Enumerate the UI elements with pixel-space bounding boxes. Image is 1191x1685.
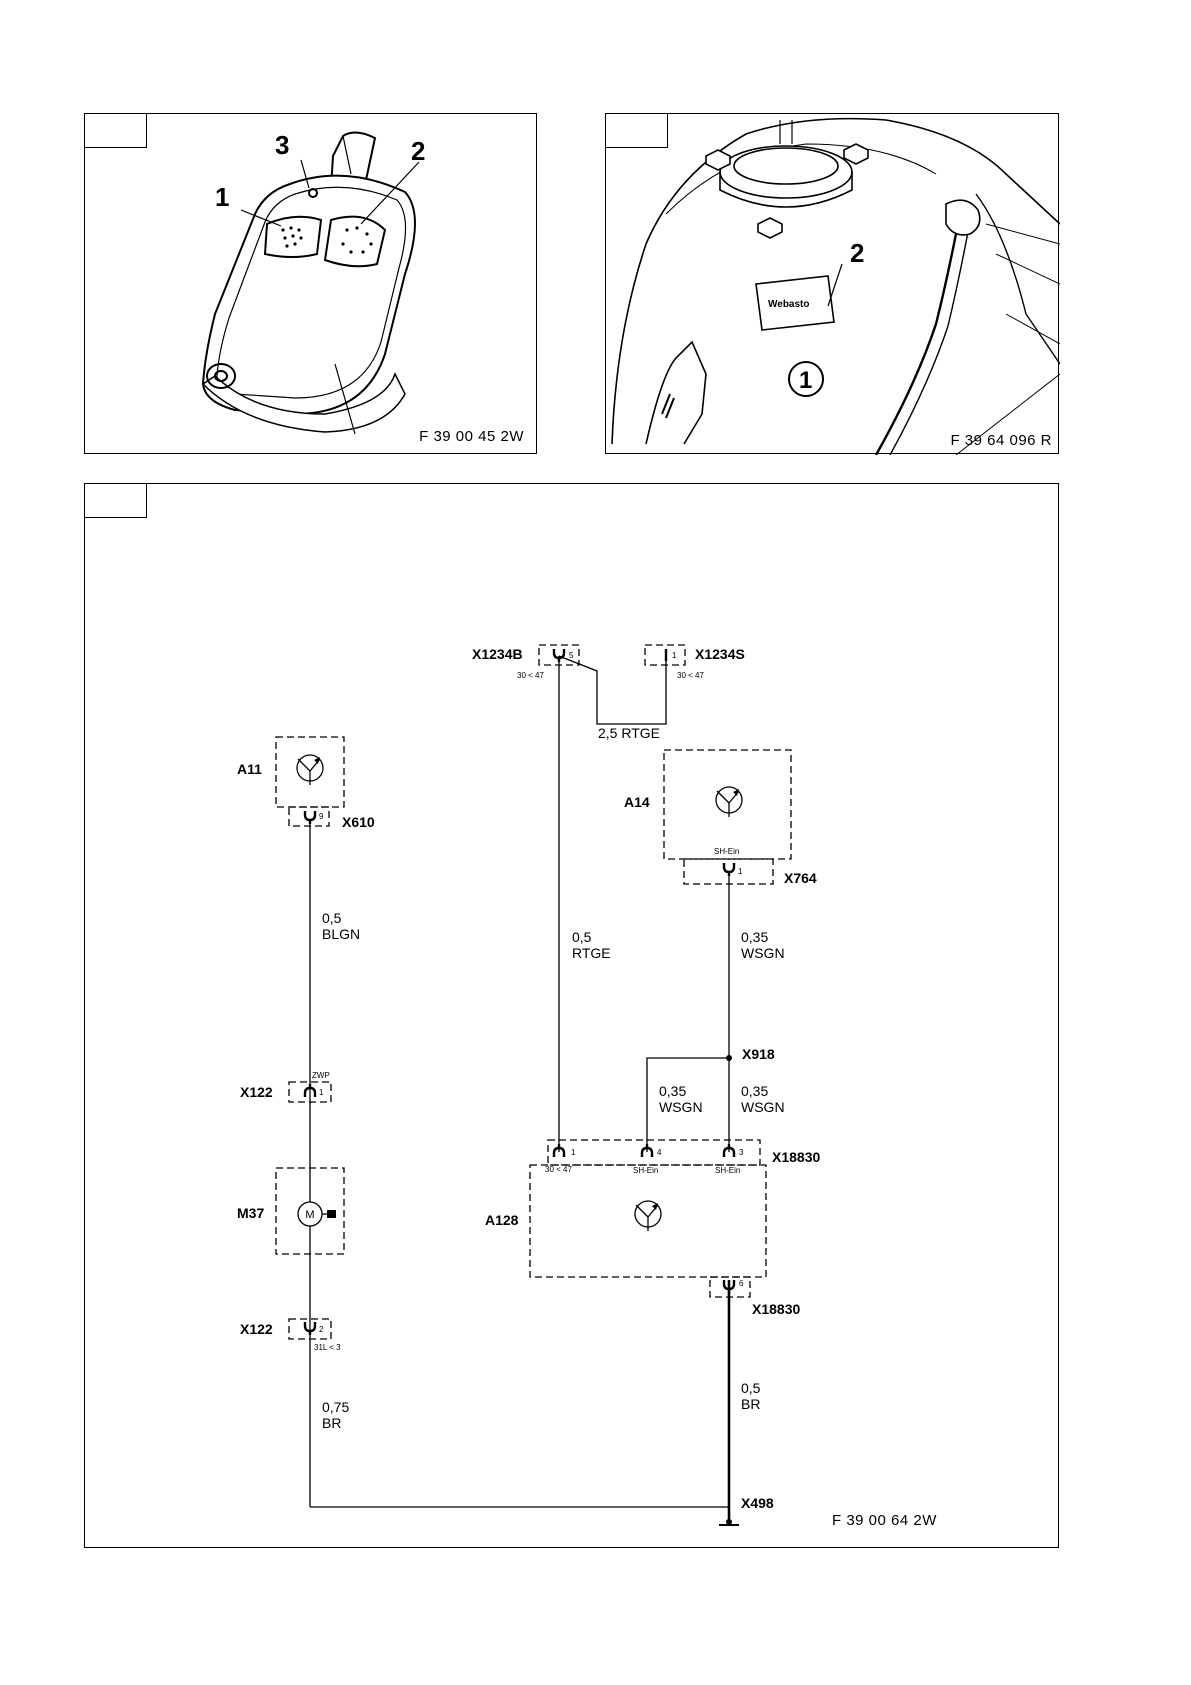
- heater-unit-illustration: Webasto 2 1: [606, 114, 1060, 455]
- transistor-a14: [716, 787, 742, 817]
- figure-code: F 39 00 45 2W: [419, 428, 524, 445]
- pin-tag-a128-3: SH-Ein: [715, 1166, 740, 1175]
- figure-code: F 39 64 096 R: [950, 432, 1052, 449]
- pin-tag-x1234b: 30 < 47: [517, 671, 544, 680]
- pin-number-a128-3: 3: [739, 1148, 744, 1157]
- wire-label-branch-right-size: 0,35: [741, 1083, 768, 1099]
- transistor-a128: [635, 1201, 661, 1231]
- figure-code: F 39 00 64 2W: [832, 1512, 937, 1529]
- callout-1: 1: [215, 182, 229, 212]
- pin-number-a128-4: 4: [657, 1148, 662, 1157]
- panel-heater-unit: Webasto 2 1 F 39 64 096 R: [605, 113, 1059, 454]
- pin-x764: [724, 863, 734, 876]
- wire-label-a14-color: WSGN: [741, 945, 785, 961]
- pin-tag-x122-top: ZWP: [312, 1071, 330, 1080]
- pin-tag-x1234s: 30 < 47: [677, 671, 704, 680]
- pin-number-x610: 9: [319, 812, 324, 821]
- wire-label-a11-color: BLGN: [322, 926, 360, 942]
- label-x18830-top: X18830: [772, 1149, 820, 1165]
- remote-fob-illustration: 1 2 3: [85, 114, 538, 455]
- label-x122-bottom: X122: [240, 1321, 273, 1337]
- wire-label-branch-left-color: WSGN: [659, 1099, 703, 1115]
- pin-tag-a128-4: SH-Ein: [633, 1166, 658, 1175]
- pin-x1234b: [554, 649, 564, 662]
- wire-label-ground-right-size: 0,5: [741, 1380, 761, 1396]
- junction-dot-x918: [726, 1055, 732, 1061]
- wire-label-a11-size: 0,5: [322, 910, 342, 926]
- wire-label-rtge-color: RTGE: [572, 945, 611, 961]
- pin-number-a128-6: 6: [739, 1279, 744, 1288]
- label-a128: A128: [485, 1212, 519, 1228]
- wire-label-ground-right-color: BR: [741, 1396, 760, 1412]
- wire-label-ground-left-size: 0,75: [322, 1399, 349, 1415]
- motor-glyph: M: [305, 1209, 314, 1221]
- wiring-schematic: M A11 A14 A128 M37 X1234B X1234S X610 X7…: [85, 484, 1060, 1549]
- junction-dot-x498: [726, 1519, 732, 1525]
- wire-label-branch-right-color: WSGN: [741, 1099, 785, 1115]
- pin-number-x122-bottom: 2: [319, 1325, 324, 1334]
- label-a14: A14: [624, 794, 650, 810]
- callout-2: 2: [850, 238, 864, 268]
- pin-number-x764: 1: [738, 867, 743, 876]
- callout-1: 1: [799, 367, 812, 394]
- callout-3: 3: [275, 130, 289, 160]
- label-x498: X498: [741, 1495, 774, 1511]
- panel-wiring-schematic: M A11 A14 A128 M37 X1234B X1234S X610 X7…: [84, 483, 1059, 1548]
- pin-number-a128-1: 1: [571, 1148, 576, 1157]
- pin-tag-x122-bottom: 31L < 3: [314, 1343, 341, 1352]
- callout-2: 2: [411, 136, 425, 166]
- label-a11: A11: [237, 761, 262, 777]
- wire-label-ground-left-color: BR: [322, 1415, 341, 1431]
- motor-symbol-m37: M: [298, 1202, 336, 1226]
- wire-label-rtge-size: 0,5: [572, 929, 592, 945]
- label-x18830-bottom: X18830: [752, 1301, 800, 1317]
- pin-number-x1234s: 1: [672, 651, 677, 660]
- label-x610: X610: [342, 814, 375, 830]
- label-m37: M37: [237, 1205, 264, 1221]
- brand-label: Webasto: [768, 299, 810, 310]
- panel-remote-fob: 1 2 3 F 39 00 45 2W: [84, 113, 537, 454]
- wire-label-bridge: 2,5 RTGE: [598, 725, 660, 741]
- wire-bridge: [559, 654, 666, 724]
- pin-x610: [305, 811, 315, 824]
- pin-number-x122-top: 1: [319, 1088, 324, 1097]
- pin-tag-a128-1: 30 < 47: [545, 1165, 572, 1174]
- box-a14: [664, 750, 791, 859]
- pin-tag-a14: SH-Ein: [714, 847, 739, 856]
- label-x1234b: X1234B: [472, 646, 523, 662]
- wire-label-branch-left-size: 0,35: [659, 1083, 686, 1099]
- label-x918: X918: [742, 1046, 775, 1062]
- pin-number-x1234b: 5: [569, 651, 574, 660]
- wire-label-a14-size: 0,35: [741, 929, 768, 945]
- label-x122-top: X122: [240, 1084, 273, 1100]
- transistor-a11: [297, 755, 323, 785]
- label-x764: X764: [784, 870, 817, 886]
- box-x18830-top: [548, 1140, 760, 1165]
- label-x1234s: X1234S: [695, 646, 745, 662]
